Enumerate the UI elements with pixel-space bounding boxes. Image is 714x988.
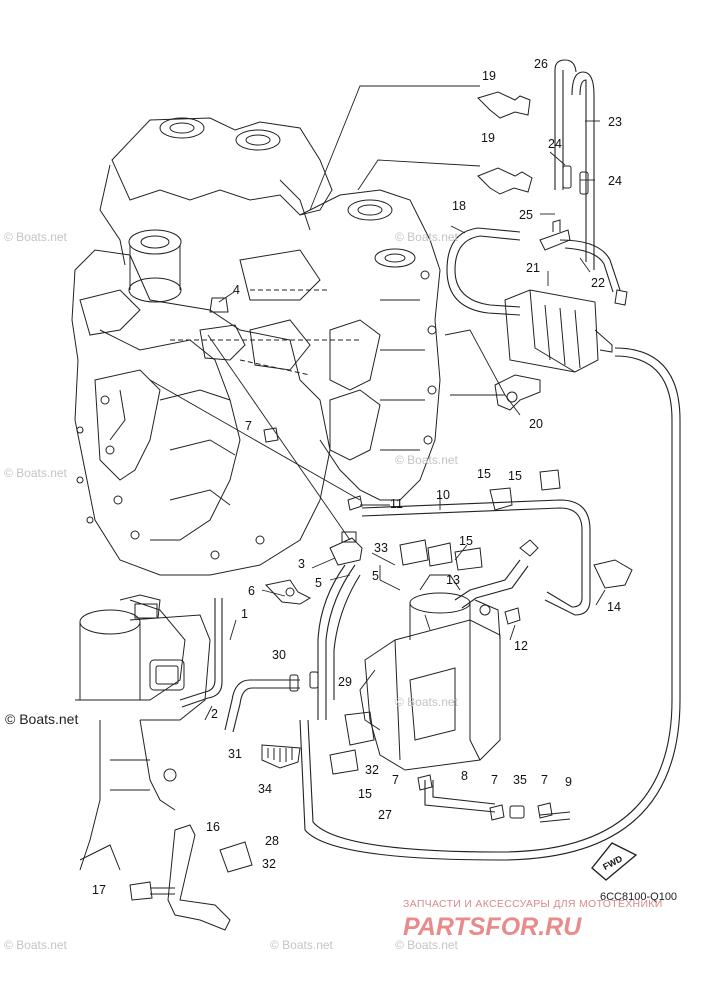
throttle-body-drawing [75, 594, 211, 871]
callout-2: 2 [211, 707, 218, 721]
callout-15b: 15 [508, 469, 522, 483]
brand-logo: PARTSFOR.RU [403, 913, 582, 941]
watermark: © Boats.net [395, 230, 459, 244]
callout-19b: 19 [481, 131, 495, 145]
watermark: © Boats.net [395, 938, 459, 952]
callout-29: 29 [338, 675, 352, 689]
watermark: © Boats.net [395, 453, 459, 467]
callout-26: 26 [534, 57, 548, 71]
callout-24b: 24 [608, 174, 622, 188]
callout-7b: 7 [392, 773, 399, 787]
callout-7: 7 [245, 419, 252, 433]
fwd-label: FWD [601, 853, 624, 872]
brand-subtitle: ЗАПЧАСТИ И АКСЕССУАРЫ ДЛЯ МОТОТЕХНИКИ [403, 898, 663, 910]
fwd-arrow-icon [591, 842, 638, 881]
callout-33: 33 [374, 541, 388, 555]
vapor-separator-tank [359, 574, 501, 771]
watermark: © Boats.net [4, 230, 68, 244]
callout-31: 31 [228, 747, 242, 761]
charcoal-canister [504, 289, 613, 373]
callout-35: 35 [513, 773, 527, 787]
callout-12: 12 [514, 639, 528, 653]
callout-32: 32 [365, 763, 379, 777]
callout-16: 16 [206, 820, 220, 834]
watermark: © Boats.net [270, 938, 334, 952]
callout-19: 19 [482, 69, 496, 83]
callout-14: 14 [607, 600, 621, 614]
callout-28: 28 [265, 834, 279, 848]
callout-32b: 32 [262, 857, 276, 871]
callout-30: 30 [272, 648, 286, 662]
callout-22: 22 [591, 276, 605, 290]
callout-23: 23 [608, 115, 622, 129]
callout-3: 3 [298, 557, 305, 571]
callout-11: 11 [390, 497, 403, 511]
callout-4: 4 [233, 283, 240, 297]
callout-7c: 7 [491, 773, 498, 787]
watermark: © Boats.net [4, 938, 68, 952]
leader-lines [149, 85, 606, 721]
callout-17: 17 [92, 883, 106, 897]
callout-15c: 15 [459, 534, 473, 548]
watermark: © Boats.net [4, 466, 68, 480]
watermark-main: © Boats.net [5, 711, 78, 727]
engine-block-drawing [71, 117, 441, 576]
callout-5b: 5 [372, 569, 379, 583]
watermark: © Boats.net [395, 695, 459, 709]
callout-21: 21 [526, 261, 540, 275]
hoses [179, 59, 681, 861]
callout-7d: 7 [541, 773, 548, 787]
diagram-code: 6CC8100-Q100 [600, 891, 677, 903]
callout-20: 20 [529, 417, 543, 431]
callout-5: 5 [315, 576, 322, 590]
clips-and-clamps [129, 91, 638, 931]
callout-27: 27 [378, 808, 392, 822]
callout-25: 25 [519, 208, 533, 222]
callout-9: 9 [565, 775, 572, 789]
callout-18: 18 [452, 199, 466, 213]
callout-15: 15 [477, 467, 491, 481]
callout-15d: 15 [358, 787, 372, 801]
callout-6: 6 [248, 584, 255, 598]
callout-8: 8 [461, 769, 468, 783]
callout-24: 24 [548, 137, 562, 151]
callout-1: 1 [241, 607, 248, 621]
watermarks: © Boats.net © Boats.net © Boats.net © Bo… [4, 230, 459, 952]
callout-34: 34 [258, 782, 272, 796]
callout-10: 10 [436, 488, 450, 502]
part-callouts: 1 2 3 4 5 5 6 7 7 7 7 8 9 10 11 12 13 14… [92, 57, 622, 897]
callout-13: 13 [446, 573, 460, 587]
